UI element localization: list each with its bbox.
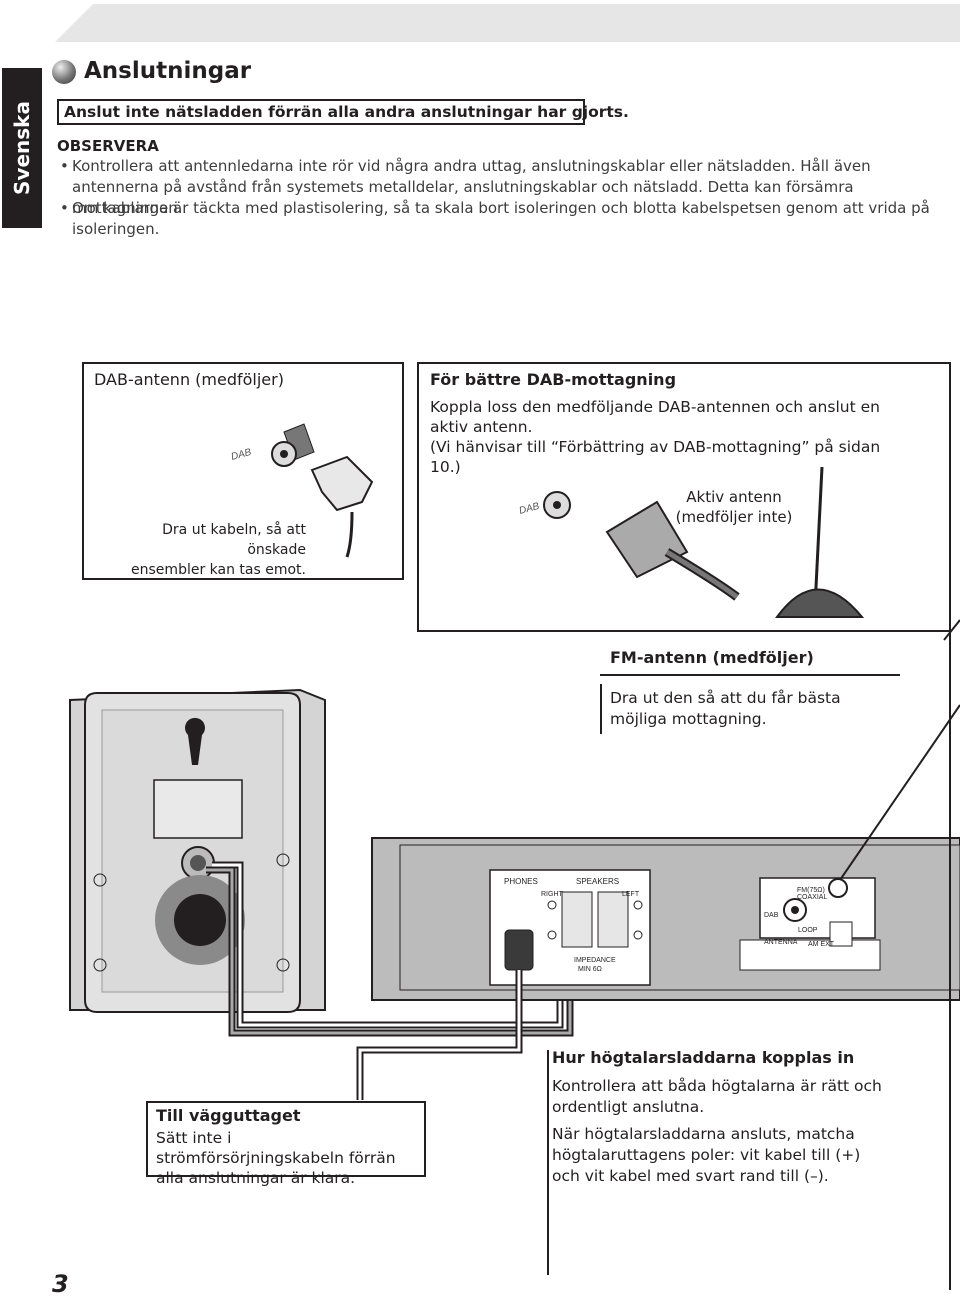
language-tab: Svenska <box>2 68 42 228</box>
title-bullet-icon <box>52 60 76 84</box>
note-heading: OBSERVERA <box>57 137 159 155</box>
active-antenna-label-line: (medföljer inte) <box>675 508 793 526</box>
speaker-wires-paragraph: Kontrollera att båda högtalarna är rätt … <box>552 1077 882 1116</box>
fm-antenna-body: Dra ut den så att du får bästa möjliga m… <box>610 688 841 730</box>
fm-body-line: möjliga mottagning. <box>610 710 767 728</box>
better-dab-box <box>417 362 951 632</box>
note-bullet-text: Kontrollera att antennledarna inte rör v… <box>72 157 871 217</box>
panel-label-dab: DAB <box>764 912 779 919</box>
panel-label-fm: FM(75Ω) <box>797 887 825 894</box>
header-strip <box>55 4 960 42</box>
dab-antenna-caption: Dra ut kabeln, så att önskade ensembler … <box>100 520 306 580</box>
fm-leader-line <box>600 684 602 734</box>
dab-jack-label: DAB <box>230 447 253 463</box>
panel-label-left: LEFT <box>622 891 640 898</box>
wall-outlet-title: Till vägguttaget <box>156 1106 301 1125</box>
bullet-dot-icon: • <box>60 157 69 175</box>
fm-antenna-title: FM-antenn (medföljer) <box>610 648 814 667</box>
panel-label-speakers: SPEAKERS <box>576 877 619 886</box>
panel-label-coaxial: COAXIAL <box>797 894 827 901</box>
page-number: 3 <box>52 1270 69 1298</box>
speaker-wires-title: Hur högtalarsladdarna kopplas in <box>552 1048 855 1067</box>
panel-label-loop: LOOP <box>798 927 818 934</box>
dab-caption-line: Dra ut kabeln, så att önskade <box>162 522 306 558</box>
page-title: Anslutningar <box>84 58 252 84</box>
panel-label-impedance-value: MIN 6Ω <box>578 966 602 973</box>
dab-caption-line: ensembler kan tas emot. <box>131 562 306 578</box>
panel-label-right: RIGHT <box>541 891 564 898</box>
note-bullet-text: Om kablarna är täckta med plastisolering… <box>72 199 930 238</box>
note-bullet: • Om kablarna är täckta med plastisoleri… <box>60 198 930 240</box>
panel-label-phones: PHONES <box>504 877 538 886</box>
active-antenna-illustration: DAB <box>518 466 865 618</box>
speaker-wires-body: Kontrollera att båda högtalarna är rätt … <box>552 1076 892 1193</box>
dab-jack-label: DAB <box>518 501 541 517</box>
speaker-wires-paragraph: När högtalarsladdarna ansluts, matcha hö… <box>552 1125 861 1185</box>
fm-title-underline <box>600 674 900 676</box>
warning-text: Anslut inte nätsladden förrän alla andra… <box>64 103 629 121</box>
panel-label-antenna: ANTENNA <box>764 939 798 946</box>
warning-box: Anslut inte nätsladden förrän alla andra… <box>57 99 629 125</box>
panel-label-am-ext: AM EXT <box>808 941 835 948</box>
active-antenna-label: Aktiv antenn (medföljer inte) <box>666 487 802 527</box>
dab-antenna-illustration: DAB <box>230 423 374 558</box>
fm-body-line: Dra ut den så att du får bästa <box>610 689 841 707</box>
note-bullet: • Kontrollera att antennledarna inte rör… <box>60 156 930 219</box>
receiver-back-panel <box>371 837 960 1001</box>
panel-label-impedance: IMPEDANCE <box>574 957 616 964</box>
better-dab-body: Koppla loss den medföljande DAB-antennen… <box>430 397 900 477</box>
wall-outlet-box <box>146 1101 426 1177</box>
better-dab-title: För bättre DAB-mottagning <box>430 370 677 389</box>
dab-antenna-title: DAB-antenn (medföljer) <box>94 370 284 389</box>
active-antenna-label-line: Aktiv antenn <box>686 488 782 506</box>
wall-outlet-body: Sätt inte i strömförsörjningskabeln förr… <box>156 1129 396 1187</box>
speaker-back-illustration <box>69 688 326 1013</box>
better-dab-text: (Vi hänvisar till “Förbättring av DAB-mo… <box>430 438 881 476</box>
bullet-dot-icon: • <box>60 199 69 217</box>
better-dab-text: Koppla loss den medföljande DAB-antennen… <box>430 398 880 436</box>
